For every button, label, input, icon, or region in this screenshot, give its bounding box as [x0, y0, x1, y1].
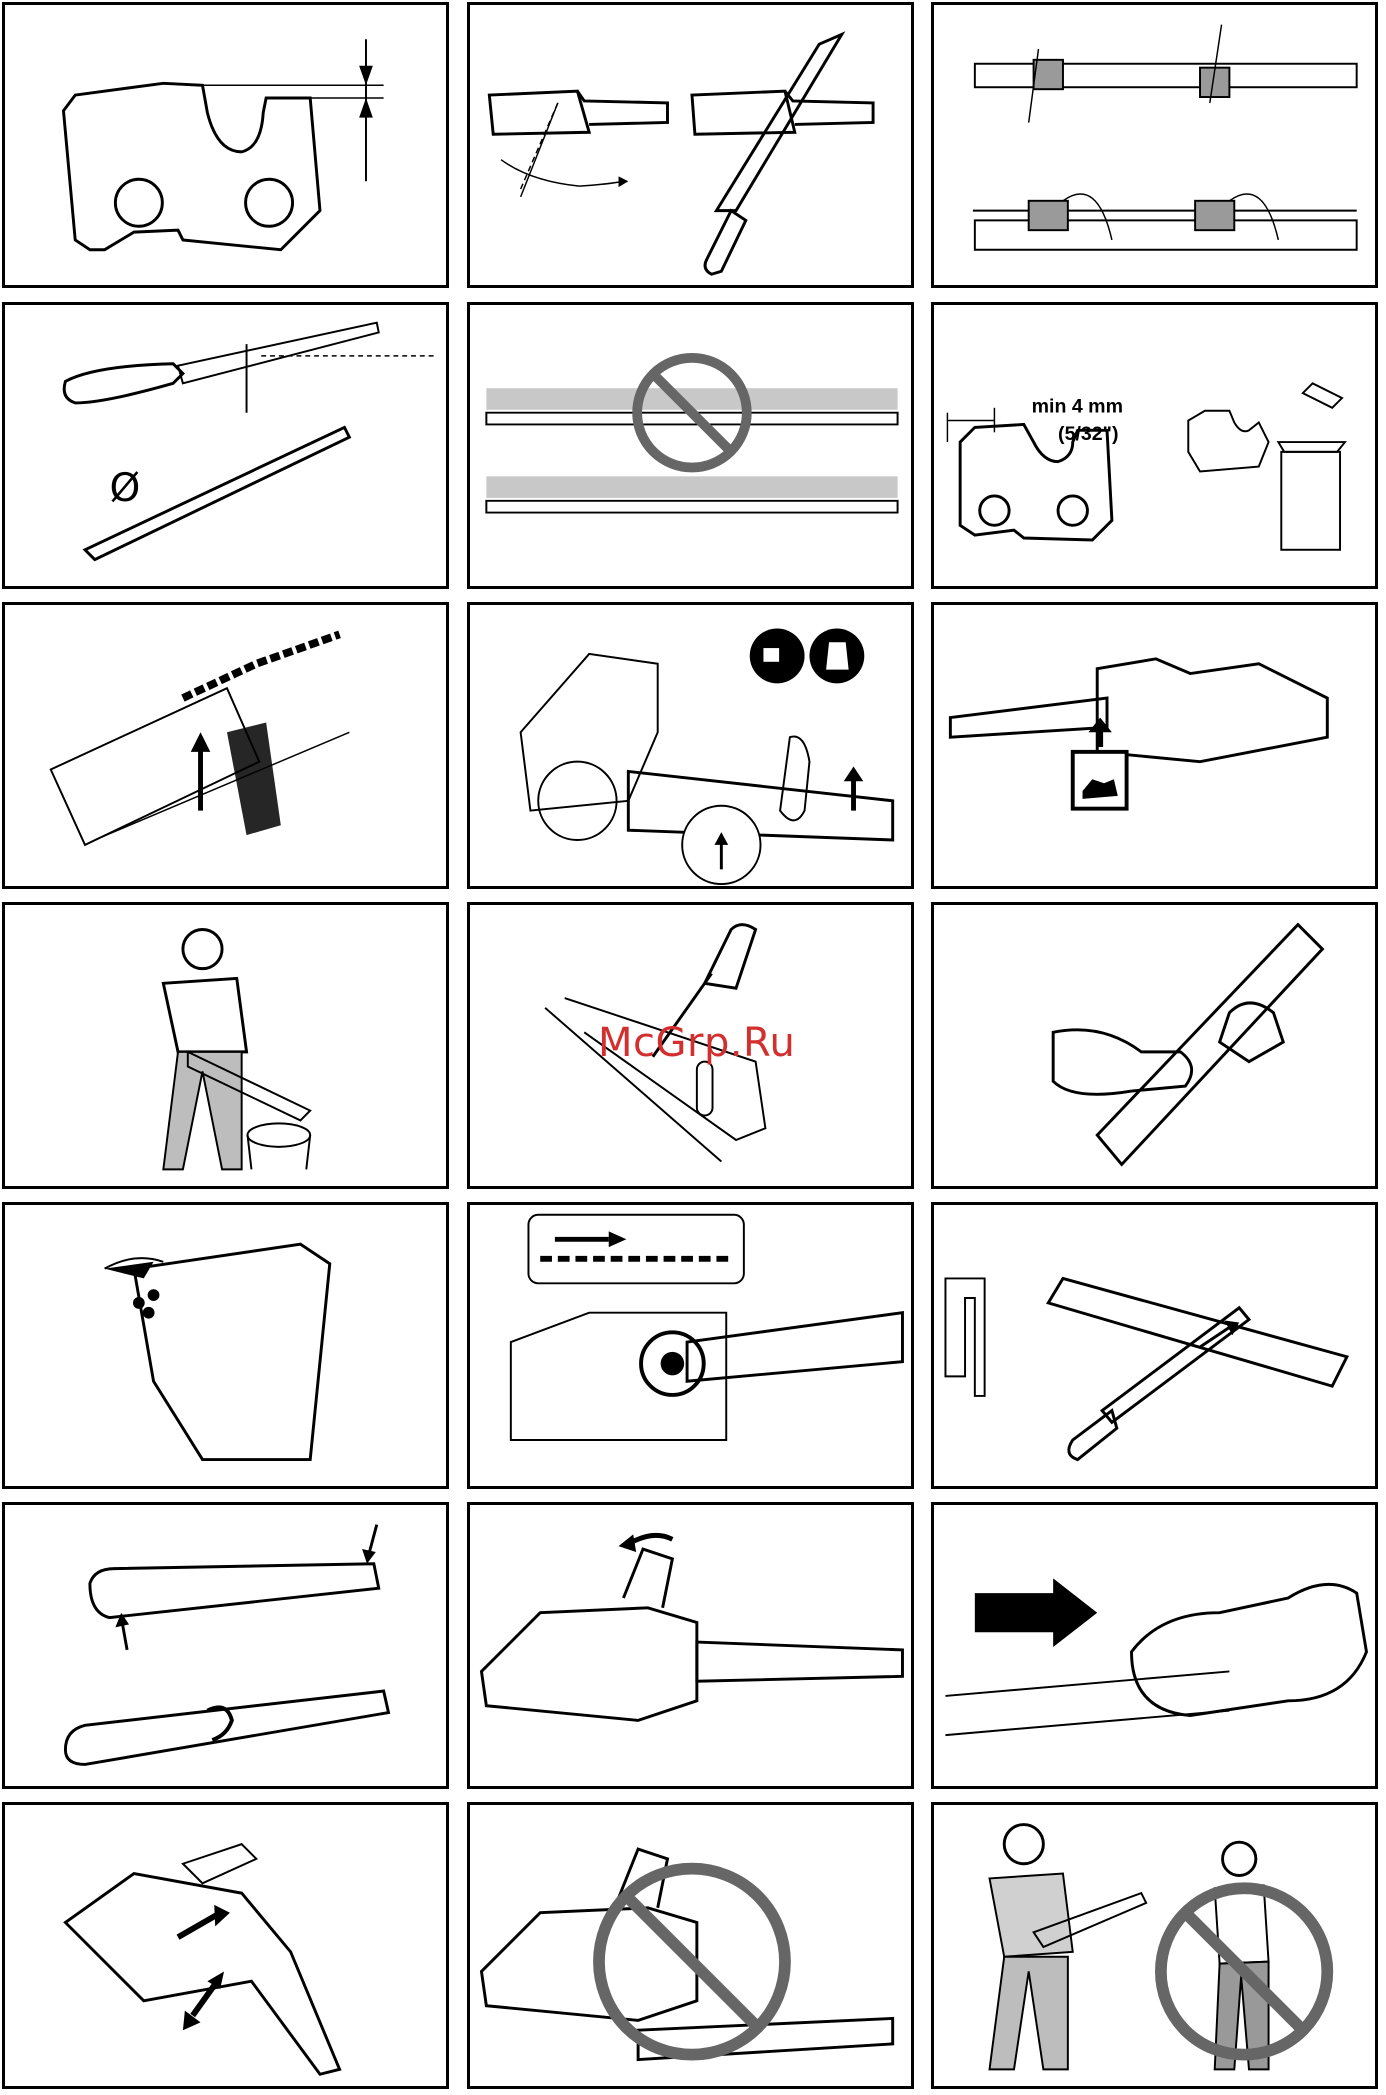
panel-protective-gear [931, 1802, 1378, 2089]
panel-bar-file [931, 1202, 1378, 1489]
worn-cutter-illustration: min 4 mm (5/32") [934, 305, 1375, 586]
panel-chain-tension [467, 602, 914, 889]
panel-handle-check [2, 1802, 449, 2089]
file-and-gauge-illustration: Ø [5, 305, 446, 586]
panel-chain-brake [467, 1502, 914, 1789]
panel-bar-turn [2, 1502, 449, 1789]
bar-turning [5, 1505, 446, 1786]
diameter-symbol: Ø [109, 466, 140, 511]
chain-brake-engage [470, 1505, 911, 1786]
panel-depth-gauge-tool [2, 602, 449, 889]
chain-oil-illustration [934, 605, 1375, 886]
direction-arrow-icon [975, 1578, 1097, 1647]
filing-angle-illustration [470, 5, 911, 285]
min-length-inch-label: (5/32") [1058, 423, 1118, 445]
chain-tension-illustration [470, 605, 911, 886]
panel-chain-angles [931, 2, 1378, 288]
panel-sharpen-evenly [467, 302, 914, 589]
handle-checking [5, 1805, 446, 2086]
panel-chain-direction [467, 1202, 914, 1489]
bin-icon [1281, 452, 1340, 550]
depth-gauge-tool-illustration [5, 605, 446, 886]
panel-no-bar-cover [467, 1802, 914, 2089]
panel-filing-angle [467, 2, 914, 288]
panel-min-cutter-length: min 4 mm (5/32") [931, 302, 1378, 589]
saw-without-bar-prohibited [470, 1805, 911, 2086]
operator-cutting-stump [5, 905, 446, 1186]
protective-equipment-comparison [934, 1805, 1375, 2086]
panel-wear-gloves [931, 1502, 1378, 1789]
bar-in-hands [934, 905, 1375, 1186]
oil-icon [1073, 752, 1127, 809]
min-length-label: min 4 mm [1032, 396, 1123, 418]
gloved-hand-chain [934, 1505, 1375, 1786]
panel-cutter-depth-gauge [2, 2, 449, 288]
panel-chain-oil [931, 602, 1378, 889]
bar-nose-sprocket [5, 1205, 446, 1486]
panel-bar-sprocket [2, 1202, 449, 1489]
chain-uneven-vs-even [470, 305, 911, 586]
panel-file-gauge: Ø [2, 302, 449, 589]
watermark-text: McGrp.Ru [598, 1020, 795, 1066]
panel-bar-check [931, 902, 1378, 1189]
chain-top-side-views [934, 5, 1375, 285]
cutter-tooth-illustration [5, 5, 446, 285]
panel-cut-stump [2, 902, 449, 1189]
chain-mounting [470, 1205, 911, 1486]
bar-rail-filing [934, 1205, 1375, 1486]
